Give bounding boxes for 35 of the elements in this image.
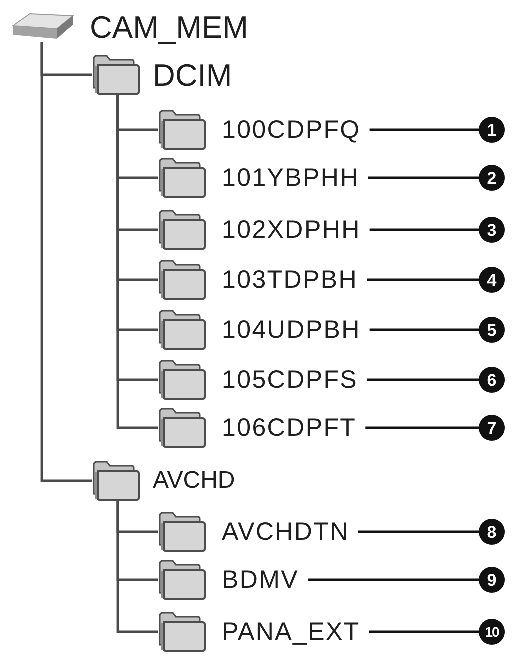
folder-name: 104UDPBH [222,318,361,342]
callout-number: 8 [479,519,505,545]
callout-number: 9 [479,567,505,593]
callout-number: 1 [479,117,505,143]
callout-number: 3 [479,217,505,243]
tree-line [40,42,92,482]
drive-name: CAM_MEM [90,12,248,42]
callout-number: 4 [479,267,505,293]
leader-line [369,630,479,634]
folder-name: 102XDPHH [222,218,361,242]
folder-name: PANA_EXT [222,620,360,644]
leader-line [368,176,479,180]
callout-number: 2 [479,165,505,191]
folder-name: 101YBPHH [222,166,360,190]
folder-name: BDMV [222,568,300,592]
folder-name: 100CDPFQ [222,118,361,142]
callout-number: 10 [479,619,505,645]
folder-name: 106CDPFT [222,416,357,440]
callout-number: 5 [479,317,505,343]
folder-name: 105CDPFS [222,368,358,392]
leader-line [358,530,479,534]
leader-line [367,378,479,382]
leader-line [370,228,479,232]
folder-name: AVCHDTN [222,520,350,544]
leader-line [308,578,479,582]
tree-line [116,501,158,634]
callout-number: 6 [479,367,505,393]
leader-line [366,426,479,430]
callout-number: 7 [479,415,505,441]
leader-line [367,278,479,282]
leader-line [370,328,479,332]
leader-line [370,128,479,132]
folder-name: 103TDPBH [222,268,358,292]
folder-name: DCIM [153,60,232,90]
folder-name: AVCHD [153,469,236,493]
